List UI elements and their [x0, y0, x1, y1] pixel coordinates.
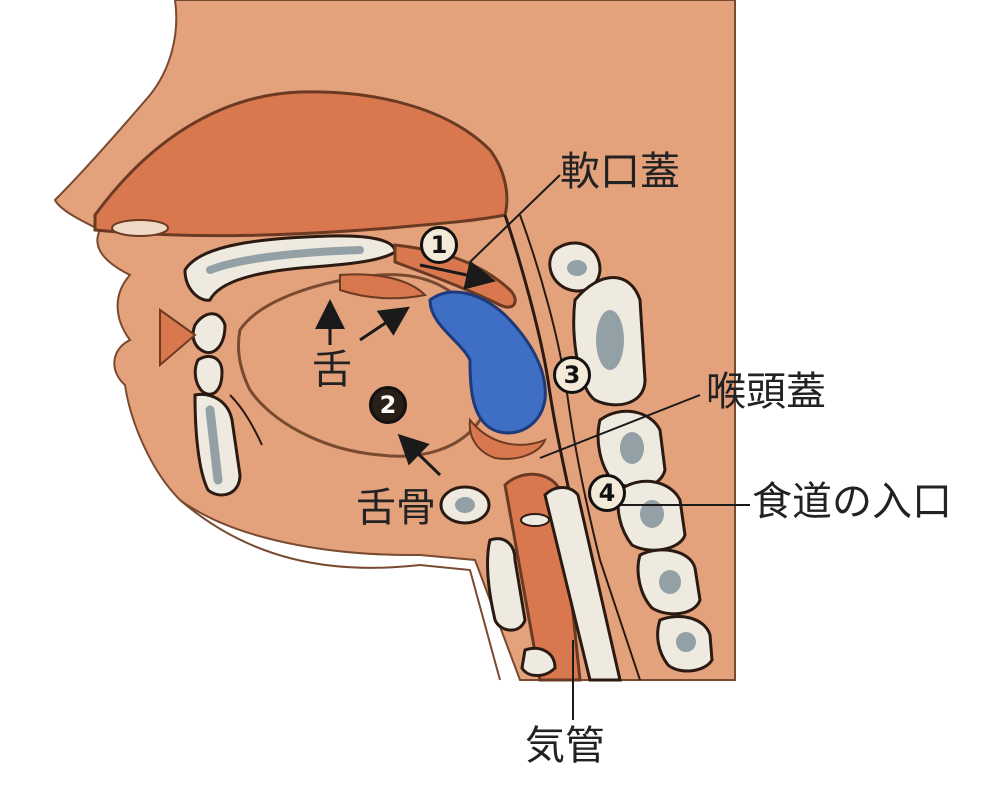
label-trachea: 気管 [525, 726, 605, 766]
label-esophagus-entrance: 食道の入口 [752, 482, 952, 522]
marker-1: 1 [420, 226, 458, 264]
marker-3: 3 [553, 356, 591, 394]
label-epiglottis: 喉頭蓋 [706, 372, 826, 412]
upper-incisor [193, 314, 225, 353]
lower-incisor [195, 356, 222, 394]
label-tongue: 舌 [312, 350, 352, 390]
label-soft-palate: 軟口蓋 [560, 152, 680, 192]
marker-4: 4 [588, 474, 626, 512]
label-hyoid: 舌骨 [356, 488, 436, 528]
marker-2: 2 [369, 386, 407, 424]
